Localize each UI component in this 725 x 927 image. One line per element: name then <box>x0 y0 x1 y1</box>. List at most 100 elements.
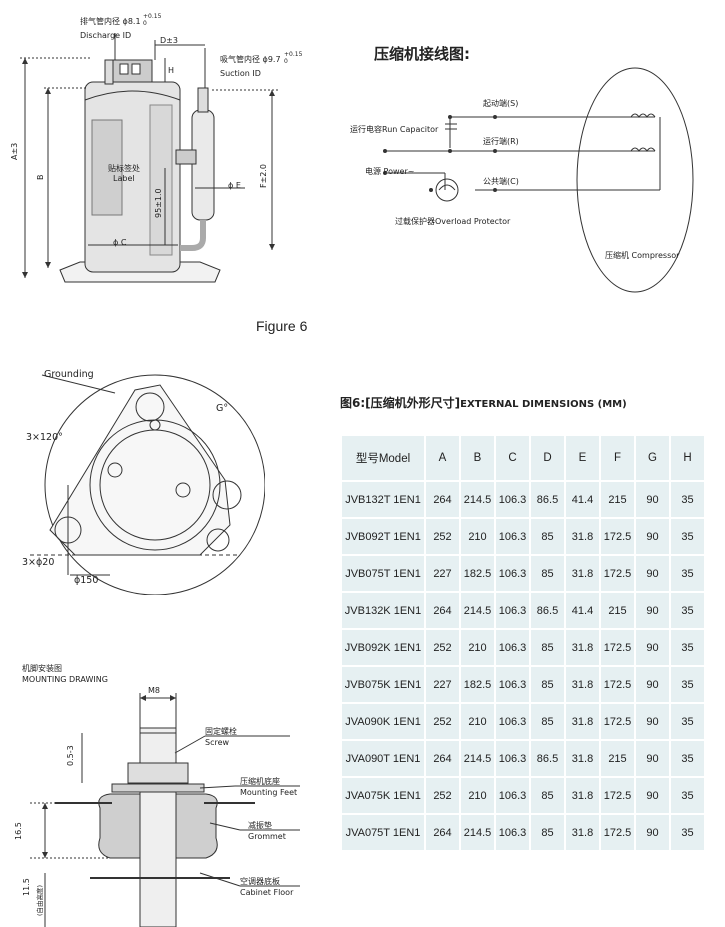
suction-tolerance-upper: +0.15 <box>284 51 303 58</box>
mounting-drawing-title-cn: 机脚安装图 <box>22 664 62 673</box>
dimension-cell: 90 <box>636 630 669 665</box>
dimension-cell: 106.3 <box>496 519 529 554</box>
dimension-cell: 106.3 <box>496 815 529 850</box>
discharge-tolerance-upper: +0.15 <box>143 13 162 20</box>
dimension-cell: 31.8 <box>566 815 599 850</box>
dimension-cell: 264 <box>426 482 459 517</box>
dimension-cell: 264 <box>426 741 459 776</box>
grommet-label-en: Grommet <box>248 832 286 841</box>
dimension-cell: 86.5 <box>531 482 564 517</box>
dimension-cell: 252 <box>426 704 459 739</box>
dimension-h: H <box>168 66 175 75</box>
grommet-label-cn: 减振垫 <box>248 821 272 830</box>
discharge-id-cn: 排气管内径 ϕ8.1 <box>80 17 141 26</box>
dimension-cell: 85 <box>531 519 564 554</box>
run-capacitor-label: 运行电容Run Capacitor <box>350 125 439 134</box>
dimension-cell: 90 <box>636 815 669 850</box>
dimension-cell: 31.8 <box>566 704 599 739</box>
dimensions-table-title-en: EXTERNAL DIMENSIONS (MM) <box>460 399 627 410</box>
dimension-phi-c: ϕ C <box>113 238 127 247</box>
angle-3x120-label: 3×120° <box>26 432 63 443</box>
dimension-cell: 85 <box>531 815 564 850</box>
dimension-d: D±3 <box>160 36 178 45</box>
dimension-b: B <box>36 174 45 181</box>
dimension-cell: 31.8 <box>566 630 599 665</box>
label-position-en: Label <box>113 174 135 183</box>
suction-tolerance-lower: 0 <box>284 58 288 65</box>
dimension-cell: 264 <box>426 593 459 628</box>
common-terminal: 公共端(C) <box>483 177 519 186</box>
model-cell: JVB092K 1EN1 <box>342 630 424 665</box>
dimension-cell: 252 <box>426 630 459 665</box>
dimension-cell: 214.5 <box>461 482 494 517</box>
dimension-cell: 172.5 <box>601 704 634 739</box>
dimension-cell: 35 <box>671 778 704 813</box>
dimension-cell: 214.5 <box>461 741 494 776</box>
dimension-cell: 90 <box>636 741 669 776</box>
discharge-tolerance-lower: 0 <box>143 20 147 27</box>
model-cell: JVA090K 1EN1 <box>342 704 424 739</box>
dimension-cell: 106.3 <box>496 741 529 776</box>
dimension-cell: 210 <box>461 519 494 554</box>
dimension-cell: 90 <box>636 704 669 739</box>
dimension-cell: 85 <box>531 630 564 665</box>
dimension-cell: 35 <box>671 630 704 665</box>
header-h: H <box>671 436 704 480</box>
header-c: C <box>496 436 529 480</box>
compressor-label: 压缩机 Compressor <box>605 251 680 260</box>
dimensions-table-title: 图6:[压缩机外形尺寸]EXTERNAL DIMENSIONS (MM) <box>340 394 627 411</box>
model-cell: JVB075K 1EN1 <box>342 667 424 702</box>
header-e: E <box>566 436 599 480</box>
dimension-cell: 85 <box>531 667 564 702</box>
dimension-cell: 172.5 <box>601 778 634 813</box>
dimension-cell: 35 <box>671 667 704 702</box>
dimension-cell: 35 <box>671 556 704 591</box>
discharge-id-en: Discharge ID <box>80 31 132 40</box>
dimension-cell: 214.5 <box>461 593 494 628</box>
dimension-cell: 35 <box>671 593 704 628</box>
dimension-11-5: 11.5 <box>22 878 31 896</box>
figure-caption: Figure 6 <box>256 318 308 334</box>
model-cell: JVA075T 1EN1 <box>342 815 424 850</box>
compressor-side-svg <box>20 33 278 283</box>
dimension-95: 95±1.0 <box>154 188 163 218</box>
dimension-cell: 85 <box>531 556 564 591</box>
dimension-cell: 90 <box>636 519 669 554</box>
wiring-diagram-svg <box>383 67 694 293</box>
dimension-cell: 90 <box>636 556 669 591</box>
mounting-feet-label-cn: 压缩机底座 <box>240 777 280 786</box>
dimension-cell: 227 <box>426 667 459 702</box>
dimension-cell: 85 <box>531 778 564 813</box>
dimension-phi-e: ϕ E <box>228 181 241 190</box>
dimension-cell: 31.8 <box>566 519 599 554</box>
dimension-cell: 35 <box>671 482 704 517</box>
model-cell: JVB132K 1EN1 <box>342 593 424 628</box>
dimension-cell: 106.3 <box>496 667 529 702</box>
dimension-cell: 210 <box>461 704 494 739</box>
cabinet-floor-label-en: Cabinet Floor <box>240 888 294 897</box>
model-cell: JVB092T 1EN1 <box>342 519 424 554</box>
header-model: 型号Model <box>342 436 424 480</box>
dimension-cell: 172.5 <box>601 667 634 702</box>
top-view-svg <box>30 374 265 595</box>
run-terminal: 运行端(R) <box>483 137 519 146</box>
angle-g-label: G° <box>216 403 229 414</box>
dimension-cell: 172.5 <box>601 630 634 665</box>
dimension-cell: 106.3 <box>496 778 529 813</box>
start-terminal: 起动端(S) <box>483 99 519 108</box>
mounting-drawing-svg <box>30 693 300 927</box>
wiring-diagram-title: 压缩机接线图: <box>374 45 470 63</box>
wiring-diagram: 起动端(S) 运行端(R) 公共端(C) 运行电容Run Capacitor 电… <box>335 60 715 300</box>
mounting-drawing: 机脚安装图 MOUNTING DRAWING M8 0.5-3 16.5 11.… <box>0 658 310 927</box>
dimension-cell: 252 <box>426 778 459 813</box>
dimension-cell: 41.4 <box>566 482 599 517</box>
dimension-cell: 106.3 <box>496 556 529 591</box>
screw-label-en: Screw <box>205 738 230 747</box>
